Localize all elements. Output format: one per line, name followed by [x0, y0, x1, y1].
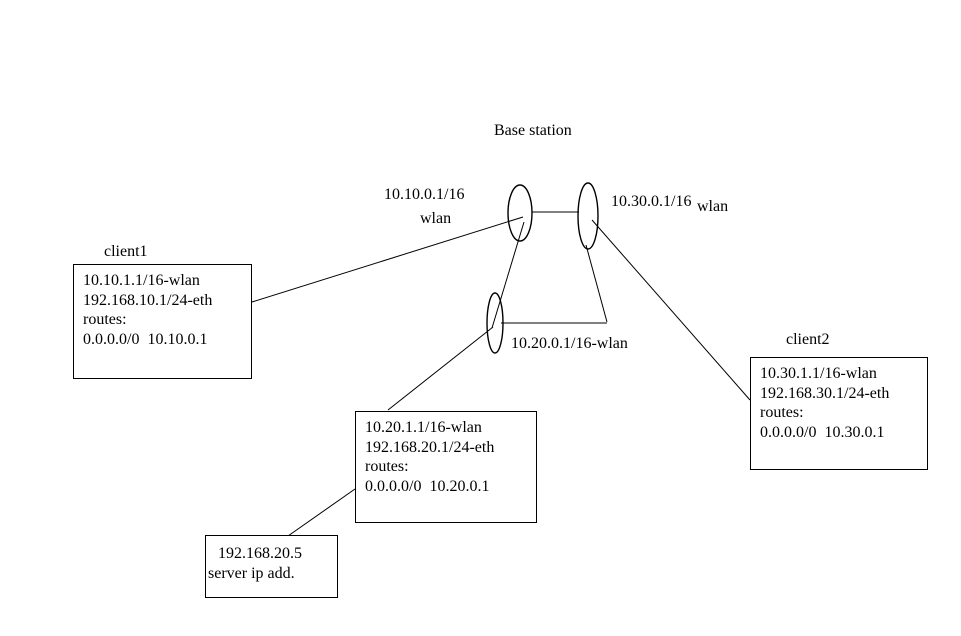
link-wlan-right-to-client2 [591, 219, 751, 401]
client1-routes-heading: routes: [83, 311, 127, 329]
link-wlan-left-to-middle [491, 221, 525, 329]
client1-title-label: client1 [104, 243, 148, 260]
client2-wlan-ip: 10.30.1.1/16-wlan [760, 365, 877, 382]
client2-eth-ip: 192.168.30.1/24-eth [760, 384, 890, 402]
link-client3-to-server [287, 488, 356, 537]
wlan-right-name-label: wlan [697, 198, 729, 215]
client3-wlan-ip: 10.20.1.1/16-wlan [365, 419, 482, 436]
base-station-label: Base station [494, 122, 572, 139]
wlan-left-ip-label: 10.10.0.1/16 [384, 186, 465, 203]
server-caption: server ip add. [208, 564, 295, 582]
wlan-middle-label: 10.20.0.1/16-wlan [511, 335, 628, 352]
server-box: 192.168.20.5 server ip add. [205, 535, 338, 598]
client2-box: 10.30.1.1/16-wlan 192.168.30.1/24-eth ro… [750, 357, 928, 470]
base-station-wlan-left-ellipse [507, 184, 533, 242]
link-wlan-right-to-middle-segment [585, 244, 608, 323]
client1-eth-ip: 192.168.10.1/24-eth [83, 291, 213, 309]
wlan-middle-ellipse [486, 292, 504, 354]
client3-routes-heading: routes: [365, 458, 409, 476]
base-station-wlan-right-ellipse [577, 182, 599, 250]
link-middle-to-client3 [387, 326, 494, 411]
client2-routes-heading: routes: [760, 404, 804, 422]
client1-wlan-ip: 10.10.1.1/16-wlan [83, 272, 200, 289]
client1-default-route: 0.0.0.0/0 10.10.0.1 [83, 331, 208, 349]
client3-default-route: 0.0.0.0/0 10.20.0.1 [365, 478, 490, 496]
client1-box: 10.10.1.1/16-wlan 192.168.10.1/24-eth ro… [73, 264, 252, 379]
client3-box: 10.20.1.1/16-wlan 192.168.20.1/24-eth ro… [355, 411, 537, 523]
link-wlan-left-to-client1 [251, 216, 524, 303]
wlan-left-name-label: wlan [420, 210, 452, 227]
client2-title-label: client2 [786, 331, 830, 348]
server-ip: 192.168.20.5 [218, 545, 302, 562]
client3-eth-ip: 192.168.20.1/24-eth [365, 438, 495, 456]
client2-default-route: 0.0.0.0/0 10.30.0.1 [760, 424, 885, 442]
wlan-right-ip-label: 10.30.0.1/16 [611, 193, 692, 210]
